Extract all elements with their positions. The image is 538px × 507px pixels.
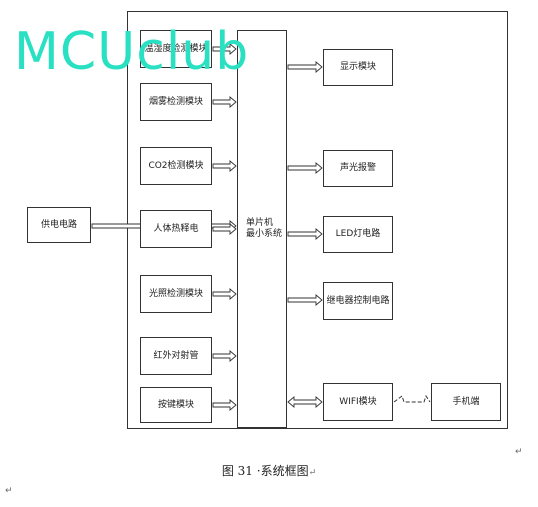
mcu-to-led-arrow — [287, 228, 323, 240]
wifi-to-phone-wireless-link — [393, 394, 431, 403]
co2-detector-module-box: CO2检测模块 — [140, 147, 212, 185]
pyroelectric-to-mcu-arrow — [212, 223, 237, 235]
display-module-box: 显示模块 — [323, 49, 393, 86]
mobile-phone-box: 手机端 — [431, 383, 501, 421]
power-supply-box: 供电电路 — [27, 207, 91, 243]
mcu-label-line-1: 单片机 — [246, 218, 274, 228]
mcu-wifi-bidirectional-arrow — [287, 396, 323, 408]
mcu-to-alarm-arrow — [287, 162, 323, 174]
wifi-module-box: WIFI模块 — [323, 383, 393, 421]
mcu-label: 单片机 最小系统 — [246, 218, 282, 240]
paragraph-mark-left: ↵ — [5, 486, 13, 496]
smoke-detector-module-box: 烟雾检测模块 — [140, 83, 212, 121]
smoke-to-mcu-arrow — [212, 96, 237, 108]
infrared-beam-tube-box: 红外对射管 — [140, 337, 212, 375]
mcu-to-display-arrow — [287, 61, 323, 73]
light-detector-module-box: 光照检测模块 — [140, 275, 212, 313]
relay-control-circuit-box: 继电器控制电路 — [323, 282, 393, 320]
paragraph-mark-right: ↵ — [515, 447, 523, 457]
temperature-humidity-to-mcu-arrow — [212, 43, 237, 55]
figure-caption-text: 图 31 ·系统框图 — [221, 464, 309, 478]
keypad-to-mcu-arrow — [212, 399, 237, 411]
mcu-minimum-system-box: 单片机 最小系统 — [237, 30, 287, 428]
system-frame — [127, 11, 508, 429]
caption-return-mark: ↵ — [308, 468, 317, 478]
keypad-module-box: 按键模块 — [140, 387, 212, 423]
mcu-label-line-2: 最小系统 — [246, 229, 283, 239]
co2-to-mcu-arrow — [212, 160, 237, 172]
figure-caption: 图 31 ·系统框图↵ — [0, 462, 538, 479]
sound-light-alarm-box: 声光报警 — [323, 150, 393, 187]
pyroelectric-sensor-box: 人体热释电 — [140, 210, 212, 248]
infrared-to-mcu-arrow — [212, 350, 237, 362]
temperature-humidity-module-box: 温湿度检测模块 — [140, 30, 212, 68]
light-to-mcu-arrow — [212, 288, 237, 300]
led-light-circuit-box: LED灯电路 — [323, 216, 393, 253]
mcuclub-watermark: MCUclub — [14, 22, 250, 82]
mcu-to-relay-arrow — [287, 294, 323, 306]
